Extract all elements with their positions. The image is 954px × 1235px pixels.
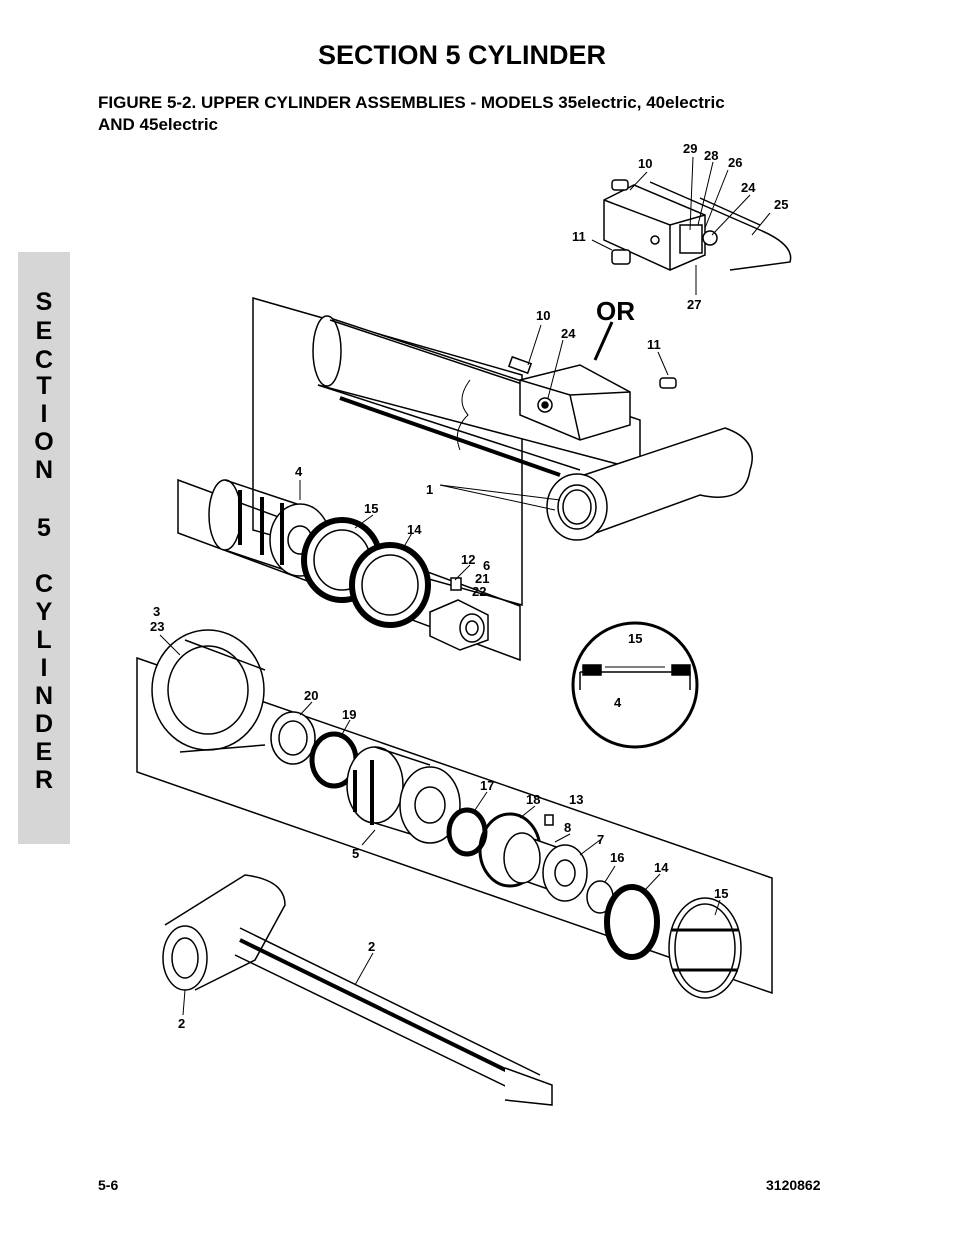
callout-number: 14 xyxy=(654,860,669,875)
callout-number: 2 xyxy=(178,1016,185,1031)
callout-number: 14 xyxy=(407,522,422,537)
figure-caption: FIGURE 5-2. UPPER CYLINDER ASSEMBLIES - … xyxy=(98,92,838,136)
figure-caption-line-1: FIGURE 5-2. UPPER CYLINDER ASSEMBLIES - … xyxy=(98,93,725,112)
tab-letter: L xyxy=(36,626,52,654)
tab-letter: E xyxy=(35,738,53,766)
head-wear-ring xyxy=(668,897,742,999)
callout-number: 15 xyxy=(628,631,642,646)
callout-number: 12 xyxy=(461,552,475,567)
callout-number: 8 xyxy=(564,820,571,835)
tab-letter: N xyxy=(34,682,54,710)
callout-number: 7 xyxy=(597,832,604,847)
or-arrow xyxy=(593,321,614,361)
tab-letter: I xyxy=(40,400,48,428)
valve-block-lower xyxy=(507,355,677,441)
tab-letter: 5 xyxy=(37,514,51,542)
callout-number: 28 xyxy=(704,148,718,163)
callout-number: 24 xyxy=(741,180,756,195)
callout-number: 26 xyxy=(728,155,742,170)
head-seal xyxy=(604,884,660,960)
callout-number: 13 xyxy=(569,792,583,807)
callout-number: 3 xyxy=(153,604,160,619)
callout-number: 29 xyxy=(683,141,697,156)
or-label: OR xyxy=(596,296,635,326)
callout-number: 11 xyxy=(647,337,661,352)
cylinder-rod xyxy=(162,874,553,1106)
tab-letter: O xyxy=(34,428,54,456)
callout-number: 10 xyxy=(638,156,652,171)
figure-caption-line-2: AND 45electric xyxy=(98,115,219,134)
callout-number: 2 xyxy=(368,939,375,954)
page-number: 5-6 xyxy=(98,1177,119,1193)
head-backdrop-panel xyxy=(136,656,773,995)
valve-block-upper xyxy=(603,179,792,271)
tab-letter: R xyxy=(34,766,54,794)
callout-number: 17 xyxy=(480,778,494,793)
section-side-tab: S E C T I O N 5 C Y L I N D E R xyxy=(18,252,70,844)
cylinder-head xyxy=(151,629,266,753)
callout-number: 18 xyxy=(526,792,540,807)
callout-number: 11 xyxy=(572,229,586,244)
callout-number: 20 xyxy=(304,688,318,703)
leader-lines xyxy=(159,156,771,1016)
callout-number: 15 xyxy=(714,886,728,901)
cylinder-head-body xyxy=(346,746,461,844)
callout-number: 16 xyxy=(610,850,624,865)
tab-letter: D xyxy=(34,710,54,738)
callout-number: 6 xyxy=(483,558,490,573)
wear-ring xyxy=(349,542,431,628)
tab-letter: C xyxy=(34,346,54,374)
callout-number: 4 xyxy=(614,695,622,710)
callout-number: 4 xyxy=(295,464,303,479)
tab-letter: C xyxy=(34,570,54,598)
document-number: 3120862 xyxy=(766,1177,821,1193)
tab-letter: E xyxy=(35,317,53,345)
lock-nut xyxy=(429,577,489,651)
callout-number: 22 xyxy=(472,584,486,599)
callout-number: 15 xyxy=(364,501,378,516)
callout-number: 10 xyxy=(536,308,550,323)
callout-number: 24 xyxy=(561,326,576,341)
tab-letter: Y xyxy=(35,598,53,626)
tab-letter: N xyxy=(34,456,54,484)
callout-number: 1 xyxy=(426,482,433,497)
callout-number: 23 xyxy=(150,619,164,634)
tab-letter: S xyxy=(35,288,53,316)
tab-letter: I xyxy=(40,654,48,682)
seal-detail-inset xyxy=(571,621,699,749)
callout-number: 21 xyxy=(475,571,489,586)
callout-number: 5 xyxy=(352,846,359,861)
spacer-ring xyxy=(270,711,316,765)
callout-number: 25 xyxy=(774,197,788,212)
callout-number: 19 xyxy=(342,707,356,722)
section-title: SECTION 5 CYLINDER xyxy=(317,40,607,70)
tab-letter: T xyxy=(36,372,52,400)
callout-number: 27 xyxy=(687,297,701,312)
piston-head xyxy=(503,814,588,902)
